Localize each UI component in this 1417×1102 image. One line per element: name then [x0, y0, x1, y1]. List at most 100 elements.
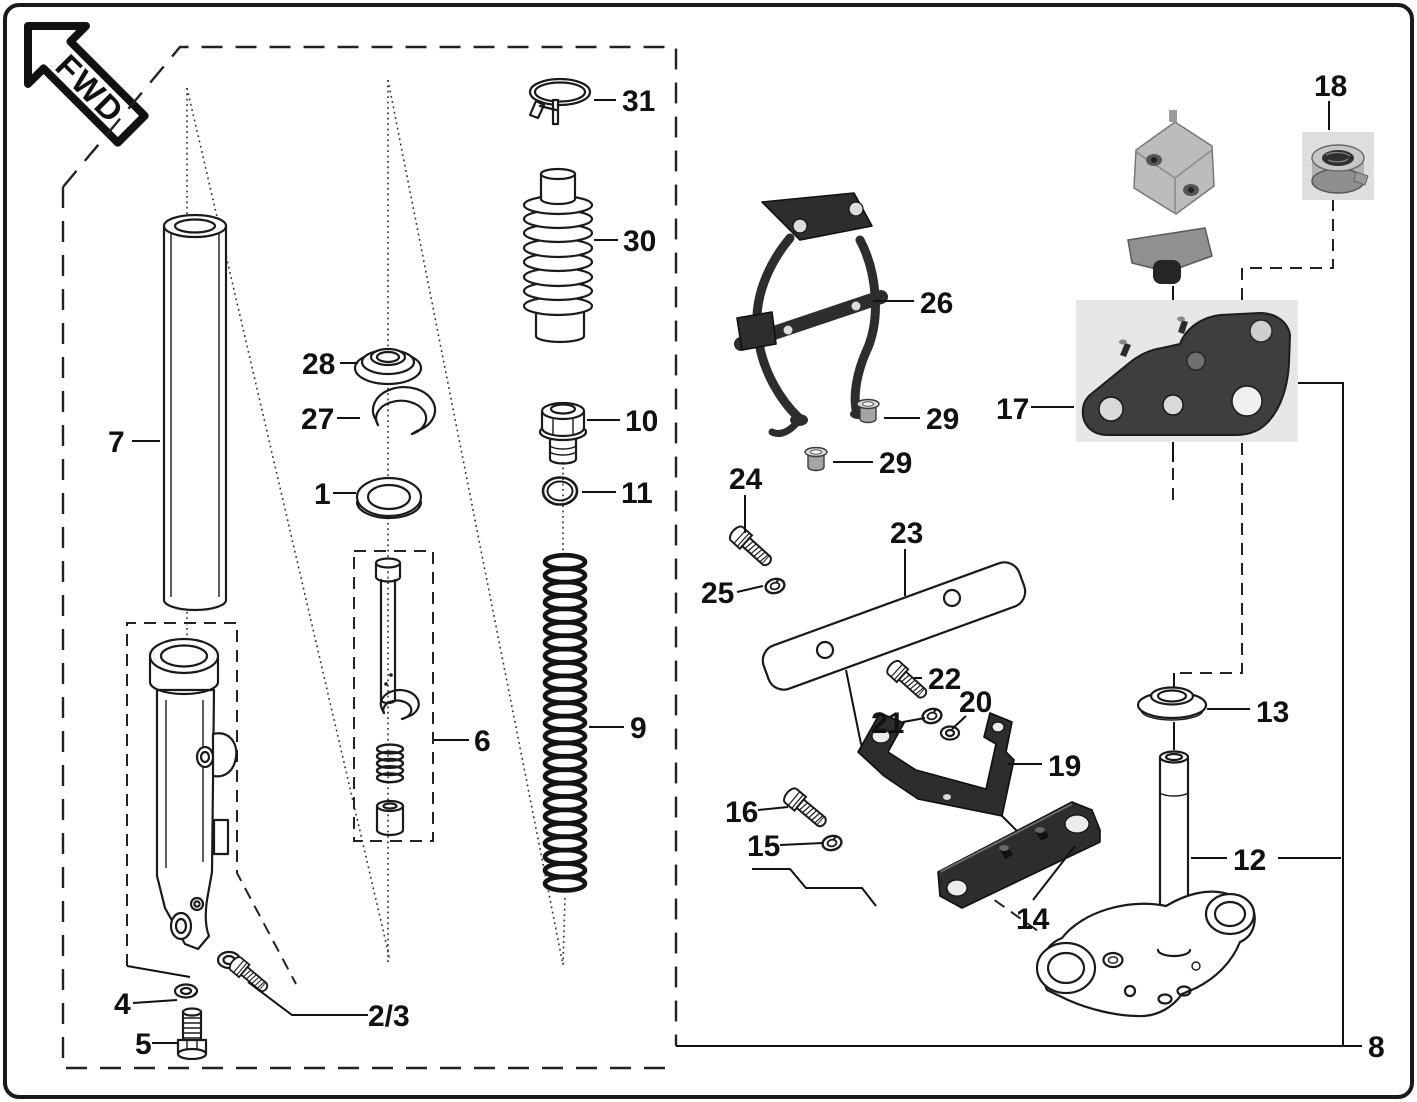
callout-11: 11	[582, 477, 653, 510]
part-label-29b: 29	[879, 447, 912, 480]
callout-29b: 29	[833, 447, 912, 480]
part-label-26: 26	[920, 287, 953, 320]
callout-16: 16	[725, 796, 789, 829]
part-7-fork-tube	[162, 213, 228, 612]
callout-7: 7	[108, 426, 160, 459]
caliper-boss	[211, 732, 238, 778]
part-label-11: 11	[621, 477, 653, 510]
callout-6: 6	[434, 725, 491, 758]
callout-12: 12	[1191, 844, 1341, 877]
part-label-21: 21	[871, 707, 904, 740]
callout-25: 25	[701, 577, 764, 610]
part-10-fork-cap-bolt	[538, 401, 588, 465]
part-26-headlight-stay	[734, 192, 888, 437]
callout-17: 17	[996, 393, 1074, 426]
lower-lug	[212, 818, 230, 856]
part-2-3-fork-slider	[148, 637, 238, 951]
part-label-14: 14	[1016, 903, 1050, 936]
part-label-30: 30	[623, 225, 656, 258]
part-label-15: 15	[747, 830, 780, 863]
part-label-25: 25	[701, 577, 734, 610]
callout-27: 27	[301, 403, 360, 436]
callout-15: 15	[747, 830, 824, 863]
part-label-8: 8	[1368, 1031, 1385, 1064]
fwd-arrow-badge: FWD	[23, 21, 149, 147]
part-21-lock-washer	[920, 705, 944, 727]
damper-outline-box	[353, 550, 434, 842]
part-29-grommet-a	[856, 398, 880, 424]
part-label-24: 24	[729, 463, 763, 496]
part-label-28: 28	[302, 348, 335, 381]
callout-1: 1	[314, 478, 356, 511]
callout-24: 24	[729, 463, 763, 533]
part-label-31: 31	[622, 85, 655, 118]
callout-29a: 29	[884, 403, 959, 436]
part-13-cone-washer	[1136, 686, 1208, 721]
part-27-stopper-ring	[371, 386, 437, 436]
part-17-top-bridge-photo	[1076, 300, 1298, 442]
part-1-oil-seal	[355, 476, 423, 520]
part-19-bracket	[857, 712, 1015, 817]
part-label-7: 7	[108, 426, 125, 459]
part-label-29a: 29	[926, 403, 959, 436]
part-label-16: 16	[725, 796, 758, 829]
part-4-washer	[173, 983, 199, 999]
callout-13: 13	[1207, 696, 1289, 729]
part-label-6: 6	[474, 725, 491, 758]
part-label-2-3: 2/3	[368, 1000, 410, 1033]
part-label-5: 5	[135, 1028, 152, 1061]
part-24-bolt	[726, 522, 777, 571]
part-8-lower-triple-clamp	[1035, 890, 1256, 1018]
part-15-lock-washer	[820, 832, 844, 854]
callout-19: 19	[1008, 750, 1081, 783]
callout-26: 26	[873, 287, 953, 320]
part-2-3-bolt	[216, 950, 273, 997]
part-29-grommet-b	[804, 446, 828, 472]
part-label-13: 13	[1256, 696, 1289, 729]
connector-lines	[126, 199, 1362, 1047]
rebound-spring	[375, 743, 405, 784]
part-label-12: 12	[1233, 844, 1266, 877]
callout-4: 4	[114, 988, 178, 1021]
part-16-bolt	[780, 784, 832, 832]
part-22-bolt	[883, 657, 932, 703]
part-31-boot-clamp	[528, 77, 592, 126]
callout-2-3: 2/3	[247, 981, 410, 1033]
part-17-upper-holder-photo	[1127, 110, 1215, 284]
part-label-10: 10	[625, 405, 658, 438]
slider-outline-box	[126, 622, 297, 985]
part-28-dust-seal	[353, 347, 423, 386]
part-label-4: 4	[114, 988, 131, 1021]
callout-8: 8	[1368, 1031, 1385, 1064]
callout-30: 30	[594, 225, 656, 258]
callout-23: 23	[890, 517, 923, 596]
callout-5: 5	[135, 1028, 177, 1061]
part-label-9: 9	[630, 712, 647, 745]
callout-18: 18	[1314, 70, 1347, 130]
part-label-18: 18	[1314, 70, 1347, 103]
part-label-1: 1	[314, 478, 331, 511]
callouts: 7 28 27 1 6 4 5 2/3	[108, 70, 1385, 1064]
part-label-20: 20	[959, 686, 992, 719]
callout-22: 22	[914, 663, 961, 696]
part-label-23: 23	[890, 517, 923, 550]
part-9-fork-spring	[542, 552, 588, 893]
callout-28: 28	[302, 348, 358, 381]
part-label-19: 19	[1048, 750, 1081, 783]
part-6-damper-rod-assembly	[374, 557, 420, 837]
part-5-drain-bolt	[176, 1007, 208, 1061]
fwd-arrow-shape	[23, 21, 149, 147]
callout-9: 9	[589, 712, 647, 745]
part-11-o-ring	[541, 476, 579, 506]
bracket-studs	[999, 827, 1049, 859]
part-label-27: 27	[301, 403, 334, 436]
part-14-bracket-bar	[937, 801, 1101, 909]
part-25-lock-washer	[762, 575, 788, 597]
callout-20: 20	[951, 686, 992, 730]
part-label-22: 22	[928, 663, 961, 696]
part-label-17: 17	[996, 393, 1029, 426]
part-20-flat-washer	[939, 725, 961, 741]
part-30-fork-boot	[522, 167, 594, 344]
callout-14: 14	[1016, 845, 1076, 936]
